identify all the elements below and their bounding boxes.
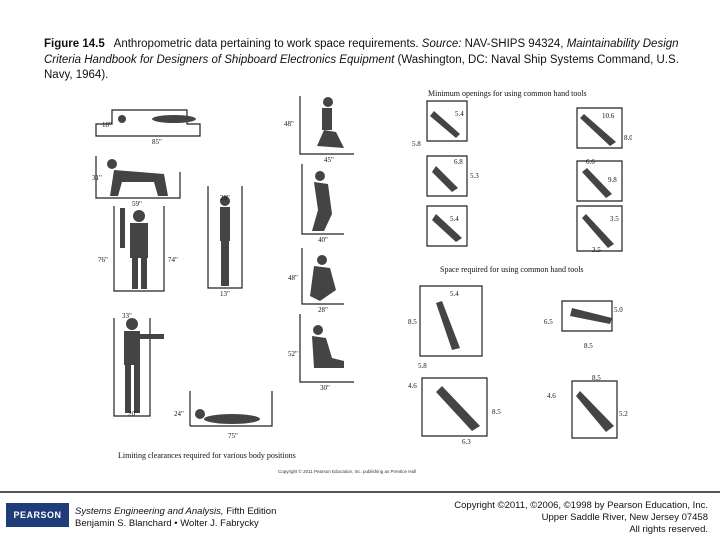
dim-label: 18" — [102, 121, 112, 129]
footer-divider — [0, 491, 720, 493]
copyright-notice: Copyright ©2011, ©2006, ©1998 by Pearson… — [454, 500, 708, 536]
dim-label: 30" — [320, 384, 330, 392]
clearances-heading: Limiting clearances required for various… — [118, 451, 296, 460]
caption-publisher: (Washington, DC: Naval Ship Systems Comm… — [44, 53, 679, 82]
anthropometric-figure: 18" 85" 48" 45" 31" 59" 29" 76" 74" 13" … — [92, 89, 632, 474]
figure-label: Figure 14.5 — [44, 38, 105, 50]
dim-label: 6.6 — [586, 158, 595, 166]
dim-label: 4.6 — [408, 382, 417, 390]
dim-label: 52" — [288, 350, 298, 358]
caption-text: Anthropometric data pertaining to work s… — [113, 38, 422, 50]
dim-label: 75" — [228, 432, 238, 440]
dim-label: 8.5 — [584, 342, 593, 350]
dim-label: 29" — [220, 194, 230, 202]
dim-label: 28" — [318, 306, 328, 314]
dim-label: 4.6 — [547, 392, 556, 400]
dim-label: 45" — [324, 156, 334, 164]
figure-caption: Figure 14.5 Anthropometric data pertaini… — [44, 37, 684, 84]
dim-label: 8.5 — [408, 318, 417, 326]
dim-label: 9.8 — [608, 176, 617, 184]
dim-label: 6.5 — [544, 318, 553, 326]
caption-source: NAV-SHIPS 94324, — [461, 38, 567, 50]
dim-label: 10.6 — [602, 112, 615, 120]
openings-heading: Minimum openings for using common hand t… — [428, 89, 587, 98]
dim-label: 13" — [220, 290, 230, 298]
dim-label: 20" — [128, 410, 138, 418]
dim-label: 5.3 — [470, 172, 479, 180]
dim-label: 48" — [288, 274, 298, 282]
rights-reserved: All rights reserved. — [629, 524, 708, 535]
book-title: Systems Engineering and Analysis, — [75, 506, 224, 517]
caption-source-label: Source: — [421, 38, 462, 50]
dim-label: 31" — [92, 174, 102, 182]
dim-label: 5.4 — [455, 110, 464, 118]
dim-label: 59" — [132, 200, 142, 208]
dim-label: 5.8 — [418, 362, 427, 370]
dim-label: 40" — [318, 236, 328, 244]
dim-label: 74" — [168, 256, 178, 264]
dim-label: 48" — [284, 120, 294, 128]
space-heading: Space required for using common hand too… — [440, 265, 584, 274]
pearson-logo: PEARSON — [6, 503, 69, 527]
dim-label: 76" — [98, 256, 108, 264]
book-authors: Benjamin S. Blanchard • Wolter J. Fabryc… — [75, 518, 259, 529]
dim-label: 33" — [122, 312, 132, 320]
dim-label: 8.5 — [492, 408, 501, 416]
caption-handbook-title: Maintainability Design Criteria Handbook… — [44, 38, 679, 66]
dim-label: 85" — [152, 138, 162, 146]
copyright-line: Copyright ©2011, ©2006, ©1998 by Pearson… — [454, 500, 708, 511]
dim-label: 3.5 — [610, 215, 619, 223]
dim-label: 3.5 — [592, 246, 601, 254]
dim-label: 6.8 — [454, 158, 463, 166]
dim-label: 6.3 — [462, 438, 471, 446]
book-edition: Fifth Edition — [223, 506, 277, 517]
dim-label: 24" — [174, 410, 184, 418]
dim-label: 8.5 — [592, 374, 601, 382]
dim-label: 8.0 — [624, 134, 632, 142]
dim-label: 5.8 — [412, 140, 421, 148]
dim-label: 5.2 — [619, 410, 628, 418]
publisher-address: Upper Saddle River, New Jersey 07458 — [541, 512, 708, 523]
dim-label: 5.4 — [450, 215, 459, 223]
book-citation: Systems Engineering and Analysis, Fifth … — [75, 506, 276, 530]
logo-text: PEARSON — [13, 510, 62, 520]
dim-label: 5.0 — [614, 306, 623, 314]
figure-copyright: Copyright © 2011 Pearson Education, Inc.… — [278, 468, 416, 474]
dim-label: 5.4 — [450, 290, 459, 298]
